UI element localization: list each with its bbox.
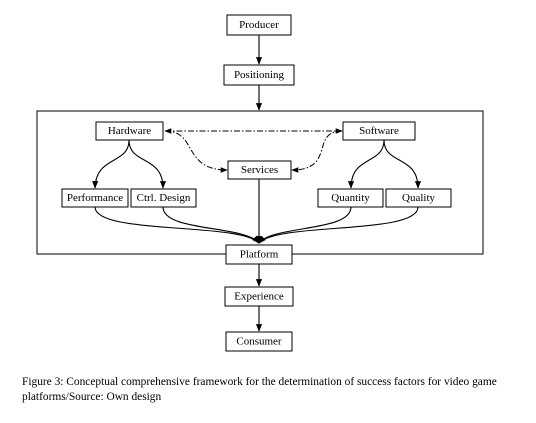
edge-quantity-platform xyxy=(258,206,352,244)
node-ctrl-design-label: Ctrl. Design xyxy=(137,192,191,204)
edge-hardware-services xyxy=(164,130,228,173)
edge-software-quality xyxy=(383,139,422,189)
node-consumer-label: Consumer xyxy=(236,336,282,348)
edge-performance-platform xyxy=(94,206,260,244)
figure-caption: Figure 3: Conceptual comprehensive frame… xyxy=(22,376,497,403)
node-software-label: Software xyxy=(359,125,399,137)
node-software: Software xyxy=(342,121,416,141)
node-quality: Quality xyxy=(385,188,452,208)
node-quality-label: Quality xyxy=(402,192,435,204)
edge-quality-platform xyxy=(258,206,419,244)
node-quantity-label: Quantity xyxy=(331,192,370,204)
node-experience-label: Experience xyxy=(234,291,284,303)
node-performance: Performance xyxy=(61,188,129,208)
node-platform: Platform xyxy=(225,244,293,265)
edge-software-services xyxy=(291,130,343,173)
node-producer-label: Producer xyxy=(239,19,279,31)
node-producer: Producer xyxy=(226,14,292,36)
node-services-label: Services xyxy=(241,164,278,176)
node-performance-label: Performance xyxy=(67,192,123,204)
edge-hardware-ctrl-design xyxy=(128,139,167,189)
node-quantity: Quantity xyxy=(317,188,384,208)
edge-software-quantity xyxy=(347,139,385,189)
framework-diagram: Producer Positioning Hardware Software S… xyxy=(36,14,484,352)
edge-hardware-performance xyxy=(92,139,130,189)
edges xyxy=(92,35,422,332)
node-positioning-label: Positioning xyxy=(234,69,285,81)
node-platform-label: Platform xyxy=(240,249,279,261)
edge-ctrl-design-platform xyxy=(162,206,260,244)
node-hardware: Hardware xyxy=(95,121,164,141)
node-hardware-label: Hardware xyxy=(108,125,151,137)
node-consumer: Consumer xyxy=(225,331,293,352)
node-experience: Experience xyxy=(224,286,294,307)
node-positioning: Positioning xyxy=(223,64,295,86)
node-ctrl-design: Ctrl. Design xyxy=(130,188,197,208)
node-services: Services xyxy=(227,160,292,180)
